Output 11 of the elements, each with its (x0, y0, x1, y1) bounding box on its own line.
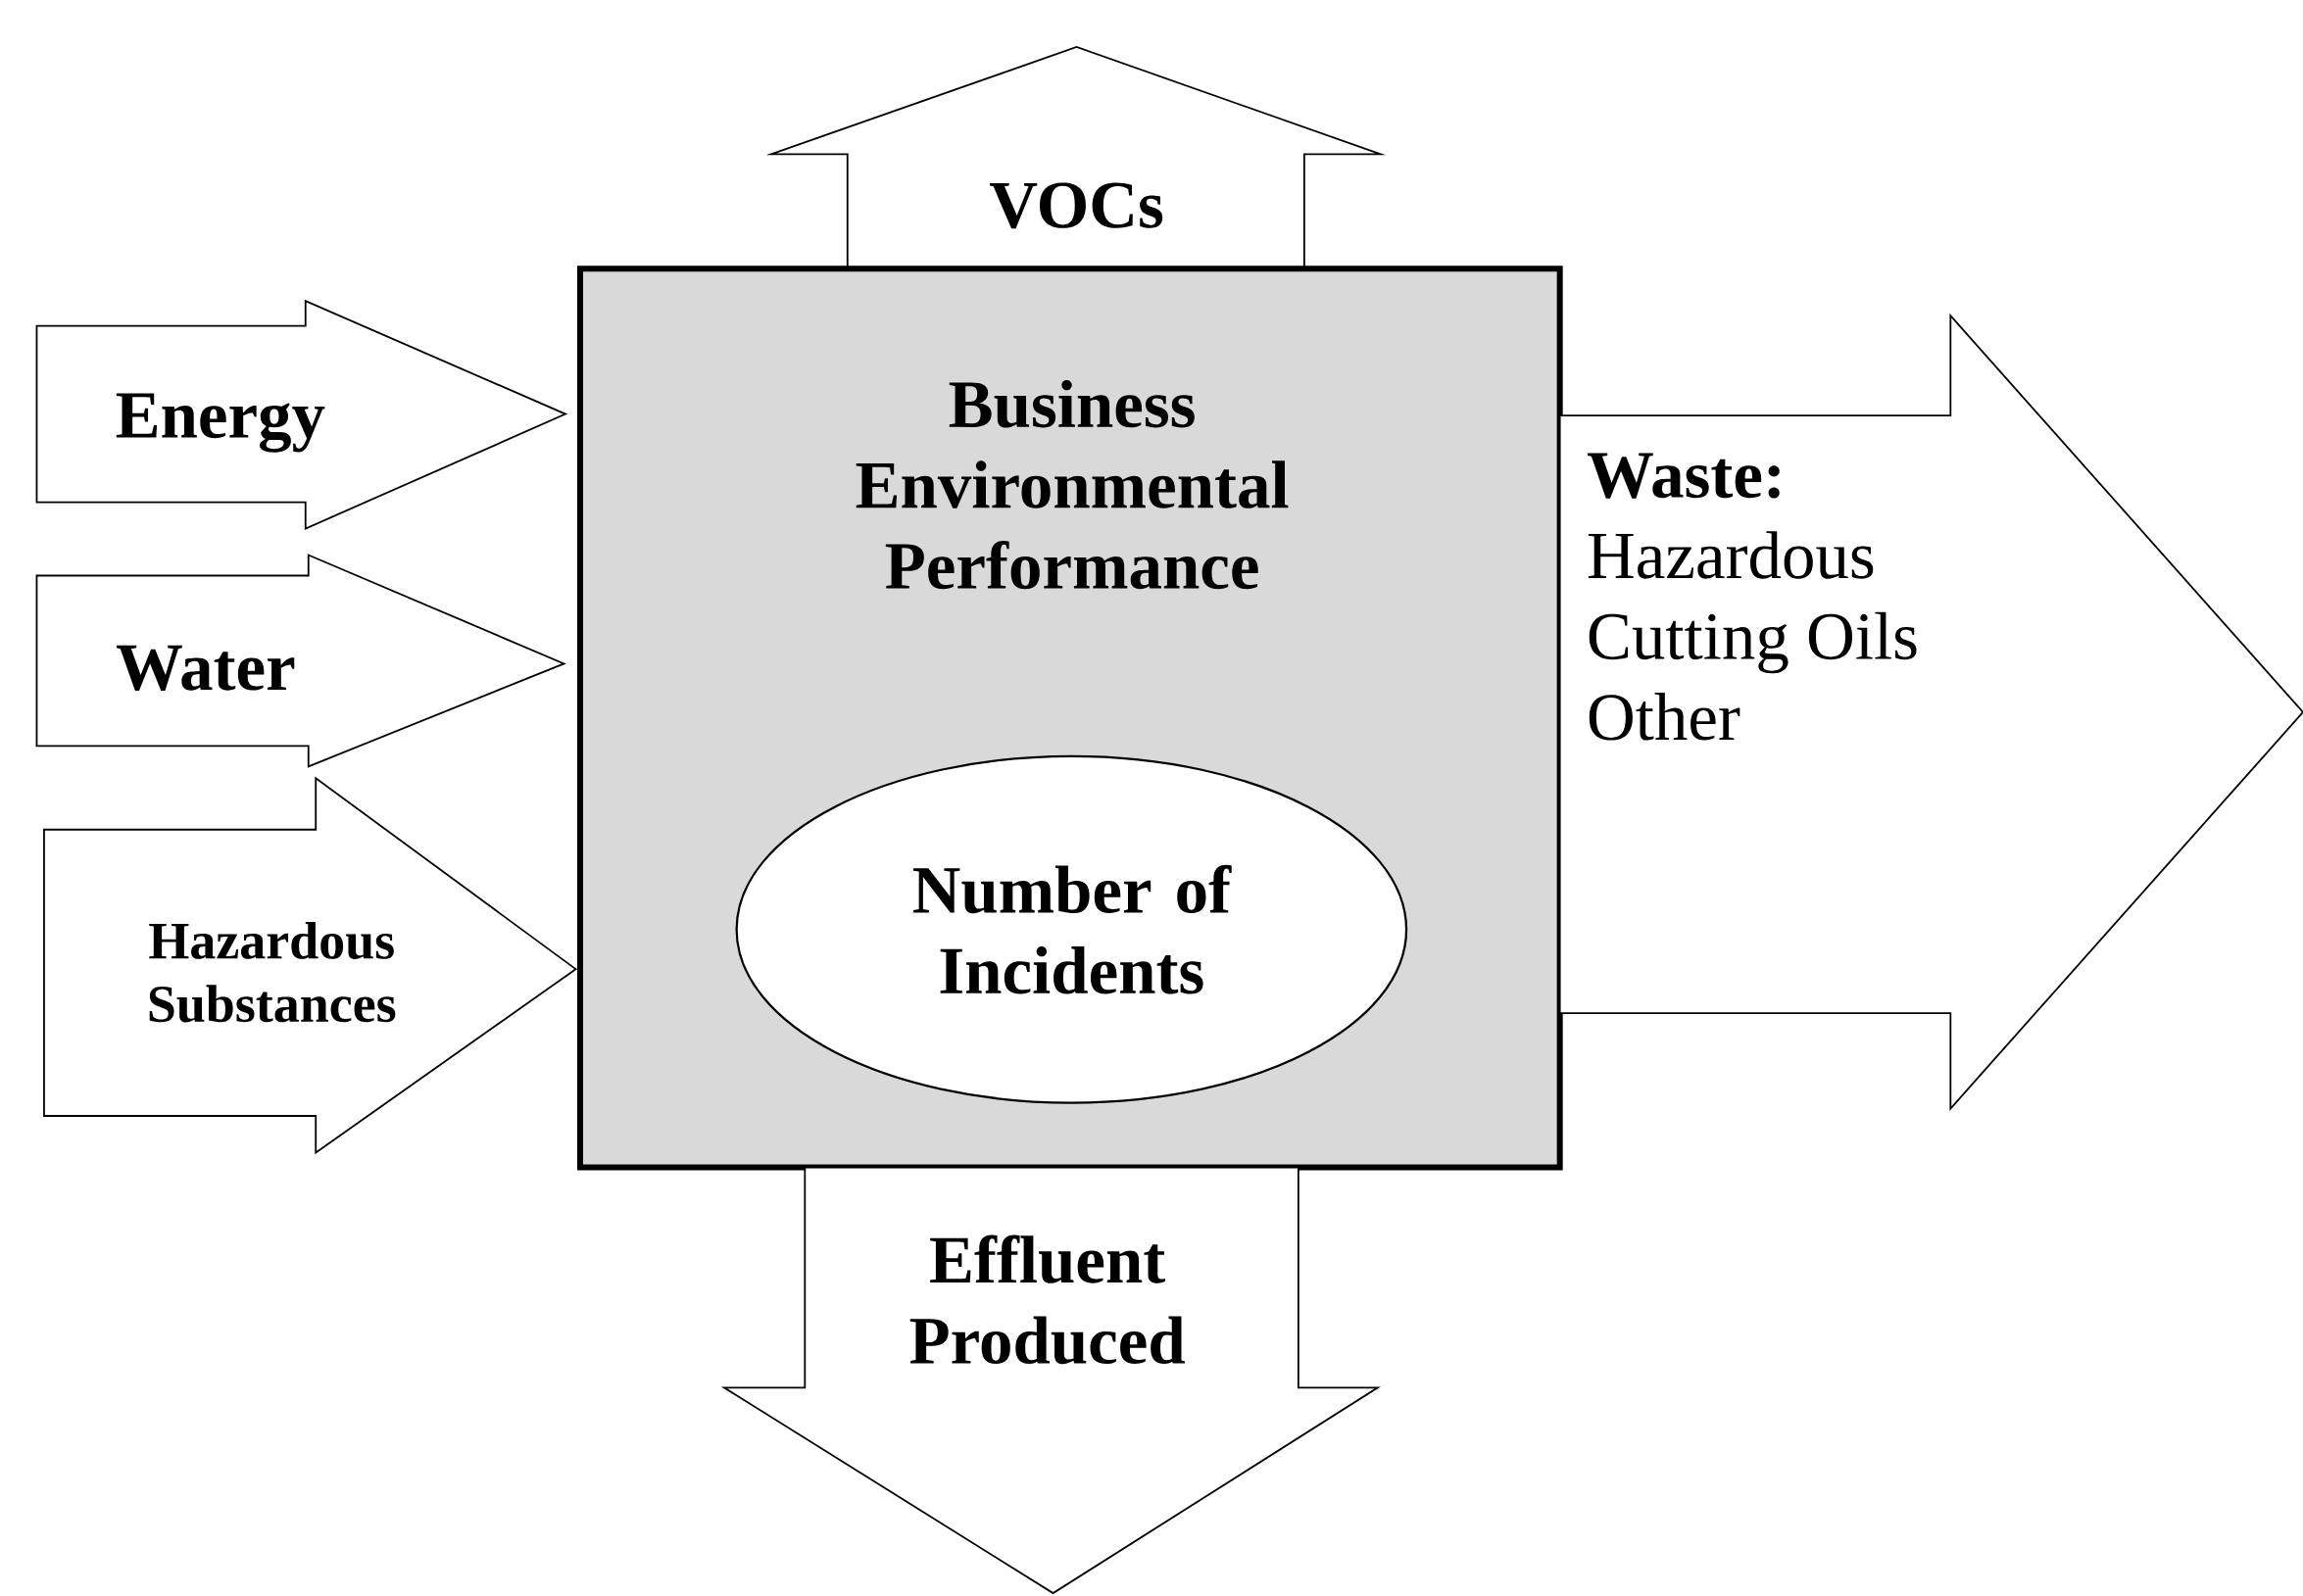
node-label: Effluent Produced (909, 1234, 1185, 1365)
arrow-box: Energy (35, 299, 568, 530)
arrow-box: Effluent Produced (720, 1166, 1381, 1595)
node-label: Waste: (1587, 453, 1780, 499)
arrow-box: Water (35, 554, 566, 768)
arrow-box: Hazardous Substances (43, 776, 578, 1155)
node-label: Cutting Oils (1589, 611, 1917, 674)
node-label: Other (1589, 693, 1740, 741)
arrow-box: VOCs (765, 45, 1387, 270)
arrow-box: Waste: Hazardous Cutting Oils Other (1558, 313, 2303, 1111)
node-label: Hazardous (1588, 531, 1874, 579)
